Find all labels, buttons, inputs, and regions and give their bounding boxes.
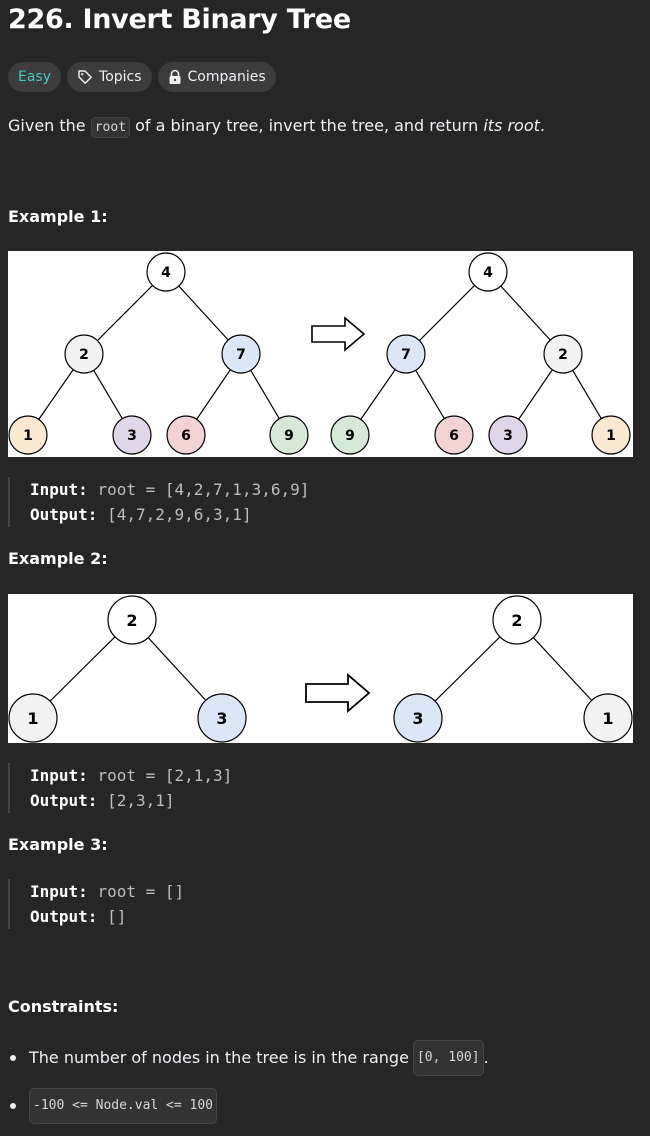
tree-node: 3 bbox=[127, 428, 137, 444]
output-value: [2,3,1] bbox=[107, 791, 175, 810]
description-text: of a binary tree, invert the tree, and r… bbox=[130, 116, 484, 135]
constraint-text: The number of nodes in the tree is in th… bbox=[29, 1048, 409, 1067]
input-value: root = [] bbox=[97, 882, 185, 901]
example-2-io: Input: root = [2,1,3] Output: [2,3,1] bbox=[8, 763, 232, 813]
tree-node: 1 bbox=[27, 709, 38, 728]
output-value: [] bbox=[107, 907, 127, 926]
example-3-heading: Example 3: bbox=[8, 835, 108, 854]
difficulty-badge[interactable]: Easy bbox=[8, 62, 62, 92]
description-text: Given the bbox=[8, 116, 91, 135]
bullet-icon bbox=[10, 1055, 16, 1061]
input-label: Input: bbox=[30, 480, 88, 499]
tree-node: 7 bbox=[236, 347, 246, 363]
companies-label: Companies bbox=[187, 69, 266, 85]
inline-code-root: root bbox=[90, 117, 131, 138]
input-label: Input: bbox=[30, 882, 88, 901]
description-emphasis: its root bbox=[483, 116, 540, 135]
example-2-tree-image: 2 1 3 2 3 1 bbox=[8, 594, 633, 743]
constraint-code: [0, 100] bbox=[412, 1040, 484, 1076]
tree-node: 2 bbox=[511, 611, 522, 630]
problem-title: 226. Invert Binary Tree bbox=[8, 4, 351, 35]
tree-node: 6 bbox=[181, 428, 191, 444]
arrow-right-icon bbox=[305, 673, 371, 713]
tree-node: 9 bbox=[345, 428, 355, 444]
topics-label: Topics bbox=[99, 69, 142, 85]
tree-node: 3 bbox=[412, 709, 423, 728]
tree-node: 2 bbox=[126, 611, 137, 630]
difficulty-label: Easy bbox=[18, 69, 52, 85]
tree-node: 4 bbox=[161, 265, 171, 281]
input-label: Input: bbox=[30, 766, 88, 785]
output-label: Output: bbox=[30, 791, 98, 810]
example-2-heading: Example 2: bbox=[8, 549, 108, 568]
tree-node: 2 bbox=[558, 347, 568, 363]
tag-row: Easy Topics Companies bbox=[8, 62, 276, 92]
tag-icon bbox=[77, 69, 93, 85]
lock-icon bbox=[168, 69, 182, 85]
output-label: Output: bbox=[30, 505, 98, 524]
example-1-tree-image: 4 2 7 1 3 6 9 4 7 2 9 6 3 1 bbox=[8, 251, 633, 457]
example-1-io: Input: root = [4,2,7,1,3,6,9] Output: [4… bbox=[8, 477, 309, 527]
constraints-list: The number of nodes in the tree is in th… bbox=[8, 1040, 489, 1136]
tree-node: 3 bbox=[503, 428, 513, 444]
constraint-text: . bbox=[483, 1048, 489, 1067]
tree-node: 4 bbox=[483, 265, 493, 281]
input-value: root = [2,1,3] bbox=[97, 766, 233, 785]
constraints-heading: Constraints: bbox=[8, 997, 119, 1016]
tree-node: 6 bbox=[449, 428, 459, 444]
bullet-icon bbox=[10, 1103, 16, 1109]
input-value: root = [4,2,7,1,3,6,9] bbox=[97, 480, 310, 499]
tree-node: 9 bbox=[284, 428, 294, 444]
tree-node: 2 bbox=[79, 347, 89, 363]
tree-node: 1 bbox=[602, 709, 613, 728]
example-3-io: Input: root = [] Output: [] bbox=[8, 879, 184, 929]
companies-button[interactable]: Companies bbox=[157, 62, 276, 92]
tree-node: 1 bbox=[23, 428, 33, 444]
tree-node: 7 bbox=[401, 347, 411, 363]
list-item: The number of nodes in the tree is in th… bbox=[8, 1040, 489, 1076]
topics-button[interactable]: Topics bbox=[67, 62, 152, 92]
description-text: . bbox=[539, 116, 545, 135]
constraint-code: -100 <= Node.val <= 100 bbox=[29, 1088, 218, 1124]
arrow-right-icon bbox=[311, 316, 366, 352]
output-label: Output: bbox=[30, 907, 98, 926]
example-1-heading: Example 1: bbox=[8, 207, 108, 226]
list-item: -100 <= Node.val <= 100 bbox=[8, 1088, 489, 1124]
tree-node: 3 bbox=[216, 709, 227, 728]
output-value: [4,7,2,9,6,3,1] bbox=[107, 505, 252, 524]
problem-description: Given the root of a binary tree, invert … bbox=[8, 113, 545, 141]
tree-node: 1 bbox=[606, 428, 616, 444]
